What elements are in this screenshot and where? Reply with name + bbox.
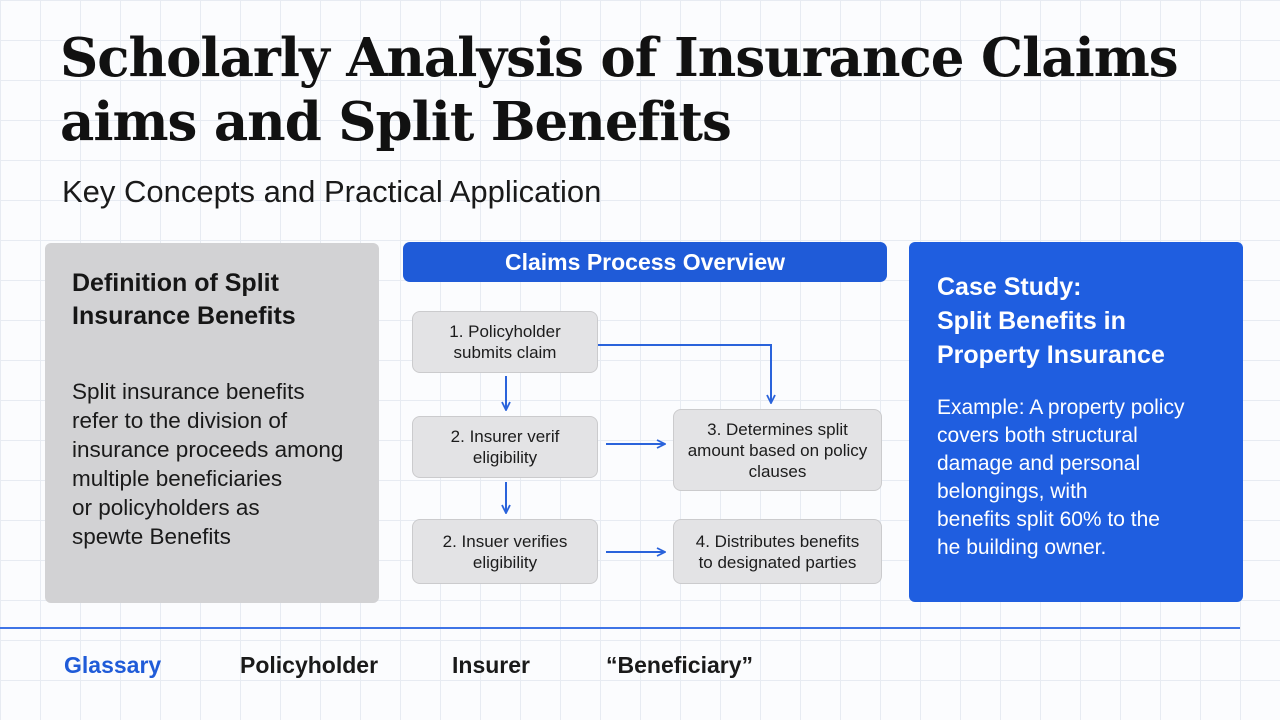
flow-step-submit-claim: 1. Policyholder submits claim — [412, 311, 598, 373]
case-study-panel: Case Study: Split Benefits in Property I… — [909, 242, 1243, 602]
flow-step-distribute-benefits: 4. Distributes benefits to designated pa… — [673, 519, 882, 584]
claims-process-header: Claims Process Overview — [403, 242, 887, 282]
definition-line: or policyholders as — [72, 495, 260, 520]
glossary-term-beneficiary: “Beneficiary” — [606, 652, 754, 678]
case-study-line: belongings, with — [937, 480, 1088, 503]
glossary-term-policyholder: Policyholder — [240, 652, 379, 678]
step-line: eligibility — [472, 448, 538, 467]
step-line: 1. Policyholder — [449, 322, 561, 341]
flow-step-verify-eligibility-2: 2. Insuer verifies eligibility — [412, 519, 598, 584]
step-line: to designated parties — [698, 552, 857, 572]
step-line: 4. Distributes benefits — [695, 531, 860, 551]
definition-line: refer to the division of — [72, 408, 288, 433]
case-study-line: damage and personal — [937, 452, 1141, 475]
case-study-line: he building owner. — [937, 536, 1107, 559]
definition-line: spewte Benefits — [72, 524, 231, 549]
definition-line: Split insurance benefits — [72, 379, 305, 404]
definition-line: insurance proceeds among — [72, 437, 344, 462]
step-line: 2. Insuer verifies — [442, 531, 568, 551]
glossary-term-insurer: Insurer — [452, 652, 530, 678]
glossary-divider — [0, 627, 1240, 629]
case-study-title-line: Property Insurance — [937, 341, 1165, 369]
step-line: amount based on policy — [687, 440, 868, 460]
step-line: 3. Determines split — [707, 419, 848, 439]
page-title: Scholarly Analysis of Insurance Claims a… — [60, 26, 1240, 154]
title-line-1: Scholarly Analysis of Insurance Claims — [60, 27, 1179, 89]
case-study-line: benefits split 60% to the — [937, 508, 1160, 531]
step-line: submits claim — [453, 343, 557, 362]
page-subtitle: Key Concepts and Practical Application — [62, 174, 602, 209]
definition-body: Split insurance benefits refer to the di… — [72, 377, 372, 551]
case-study-title-line: Split Benefits in — [937, 307, 1126, 335]
flow-step-determine-split: 3. Determines split amount based on poli… — [673, 409, 882, 491]
glossary-label: Glassary — [64, 652, 162, 678]
definition-line: multiple beneficiaries — [72, 466, 283, 491]
case-study-body: Example: A property policy covers both s… — [937, 394, 1237, 562]
arrow-elbow-to-step-3 — [598, 344, 771, 402]
case-study-line: covers both structural — [937, 424, 1138, 447]
case-study-title-line: Case Study: — [937, 273, 1082, 301]
definition-title-line-2: Insurance Benefits — [72, 302, 296, 330]
case-study-title: Case Study: Split Benefits in Property I… — [937, 270, 1227, 372]
definition-panel: Definition of Split Insurance Benefits S… — [45, 243, 379, 603]
case-study-line: Example: A property policy — [937, 396, 1185, 419]
step-line: eligibility — [472, 552, 538, 572]
definition-title: Definition of Split Insurance Benefits — [72, 267, 362, 333]
flow-step-verify-eligibility: 2. Insurer verif eligibility — [412, 416, 598, 478]
title-line-2: aims and Split Benefits — [60, 91, 732, 153]
step-line: 2. Insurer verif — [450, 427, 560, 446]
definition-title-line-1: Definition of Split — [72, 269, 279, 297]
step-line: clauses — [748, 461, 807, 481]
